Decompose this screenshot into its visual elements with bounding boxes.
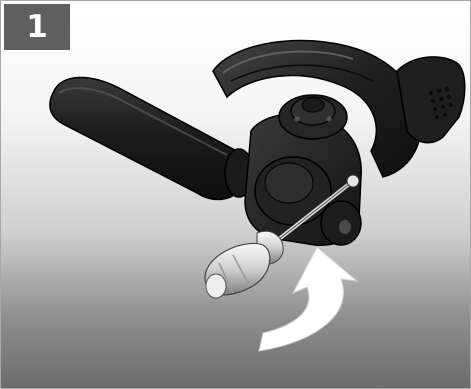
motor-housing (397, 57, 465, 143)
spindle-flange (279, 95, 347, 139)
side-handle (50, 77, 253, 199)
